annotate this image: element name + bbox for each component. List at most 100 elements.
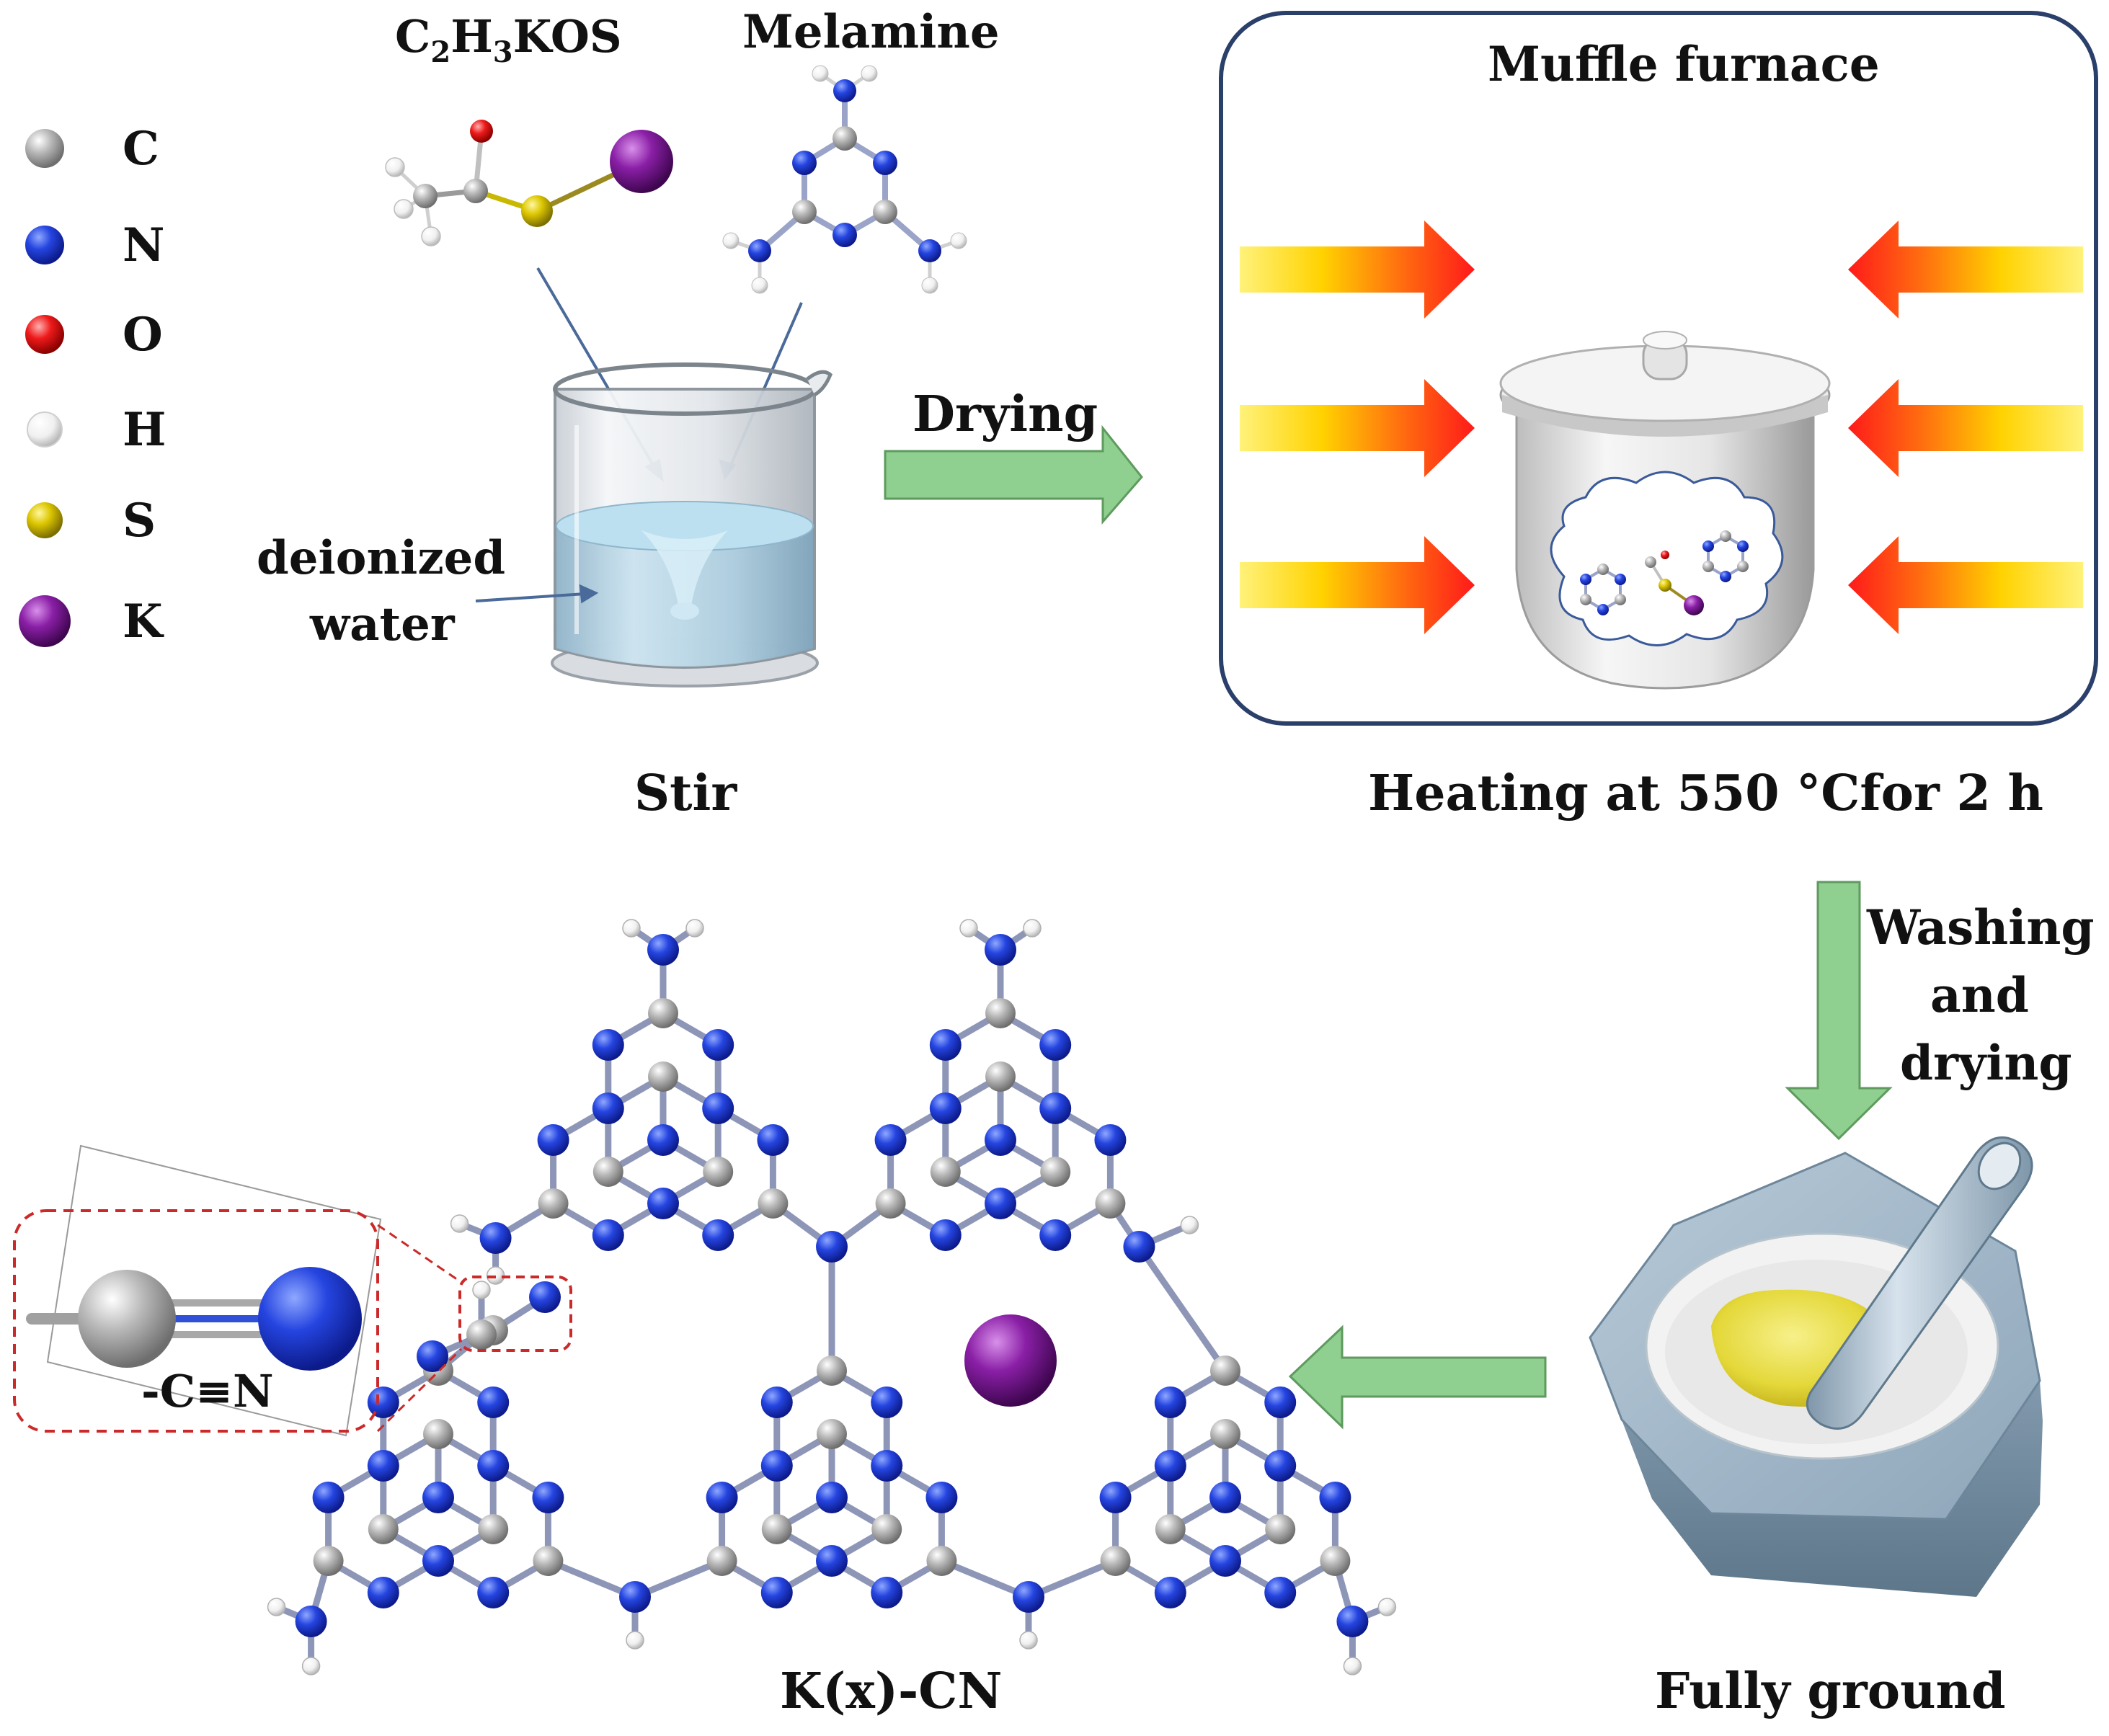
legend-swatch-c <box>25 129 64 168</box>
carbon-atom <box>1210 1419 1240 1449</box>
carbon-atom <box>930 1157 961 1187</box>
nitrogen-atom <box>1154 1386 1186 1418</box>
carbon-atom <box>703 1157 734 1187</box>
nitrogen-atom <box>619 1581 651 1613</box>
nitrogen-atom <box>532 1482 564 1513</box>
carbon-atom <box>1320 1546 1351 1576</box>
melamine-molecule <box>722 65 967 294</box>
carbon-atom <box>1210 1356 1240 1386</box>
carbon-atom <box>533 1546 564 1576</box>
carbon-atom <box>875 1188 906 1219</box>
nitrogen-atom <box>760 1386 793 1418</box>
washing-label-line3: drying <box>1900 1035 2072 1091</box>
nitrogen-atom <box>422 1545 454 1577</box>
legend-label-s: S <box>123 494 156 548</box>
solvent-label-line2: water <box>309 597 456 651</box>
nitrogen-atom <box>871 1450 903 1482</box>
furnace-title: Muffle furnace <box>1488 36 1880 92</box>
nitrogen-atom <box>592 1092 624 1124</box>
nitrogen-atom <box>477 1450 510 1482</box>
carbon-atom <box>817 1419 847 1449</box>
nitrogen-atom <box>1264 1386 1297 1418</box>
cyano-callout: -C≡N <box>13 1144 572 1437</box>
washing-arrow <box>1785 881 1893 1141</box>
carbon-atom <box>985 1061 1016 1092</box>
carbon-atom <box>1100 1546 1131 1576</box>
nitrogen-atom <box>1039 1092 1072 1124</box>
nitrogen-atom <box>1154 1577 1186 1608</box>
nitrogen-atom <box>537 1124 569 1156</box>
hydrogen-atom <box>1019 1631 1038 1650</box>
carbon-atom <box>985 998 1016 1028</box>
carbon-atom <box>648 1061 678 1092</box>
legend-label-c: C <box>123 122 159 176</box>
hydrogen-atom <box>685 919 704 938</box>
heating-label: Heating at 550 °Cfor 2 h <box>1368 765 2043 822</box>
hydrogen-atom <box>1377 1598 1397 1616</box>
nitrogen-atom <box>477 1386 510 1418</box>
nitrogen-atom <box>1336 1606 1369 1637</box>
nitrogen-atom <box>479 1222 512 1254</box>
carbon-atom <box>368 1514 399 1544</box>
potassium-atom <box>964 1314 1057 1407</box>
legend-swatch-o <box>25 315 64 354</box>
product-arrow <box>1288 1325 1547 1430</box>
carbon-atom <box>1040 1157 1071 1187</box>
nitrogen-atom <box>757 1124 789 1156</box>
stir-label: Stir <box>634 765 737 822</box>
drying-arrow <box>884 424 1143 525</box>
nitrogen-atom <box>1264 1577 1297 1608</box>
hydrogen-atom <box>1180 1216 1199 1234</box>
nitrogen-atom <box>816 1545 848 1577</box>
nitrogen-atom <box>422 1482 454 1513</box>
hydrogen-atom <box>1343 1657 1362 1675</box>
nitrogen-atom <box>417 1340 448 1372</box>
nitrogen-atom <box>929 1219 962 1251</box>
nitrogen-atom <box>871 1386 903 1418</box>
nitrogen-atom <box>592 1219 624 1251</box>
nitrogen-atom <box>647 934 679 966</box>
nitrogen-atom <box>816 1482 848 1513</box>
nitrogen-atom <box>367 1577 399 1608</box>
carbon-atom <box>648 998 678 1028</box>
hydrogen-atom <box>472 1281 491 1299</box>
solvent-label-line1: deionized <box>257 531 505 585</box>
nitrogen-atom <box>592 1029 624 1061</box>
nitrogen-atom <box>706 1482 738 1513</box>
product-label: K(x)-CN <box>780 1662 1003 1720</box>
nitrogen-atom <box>816 1231 848 1263</box>
legend-swatch-h <box>27 411 63 448</box>
legend-swatch-k <box>19 595 71 647</box>
ground-label: Fully ground <box>1655 1662 2006 1720</box>
nitrogen-atom <box>1039 1029 1072 1061</box>
hydrogen-atom <box>626 1631 644 1650</box>
hydrogen-atom <box>1023 919 1042 938</box>
nitrogen-atom <box>295 1606 327 1637</box>
thioacetate-molecule <box>385 120 673 246</box>
hydrogen-atom <box>450 1214 469 1233</box>
nitrogen-atom <box>702 1029 734 1061</box>
nitrogen-atom <box>1319 1482 1351 1513</box>
nitrogen-atom <box>1013 1581 1044 1613</box>
nitrogen-atom <box>702 1219 734 1251</box>
solvent-pointer <box>475 584 599 604</box>
crucible <box>1499 331 1831 690</box>
hydrogen-atom <box>267 1598 286 1616</box>
carbon-atom <box>478 1514 509 1544</box>
nitrogen-atom <box>760 1577 793 1608</box>
hydrogen-atom <box>622 919 641 938</box>
nitrogen-atom <box>1123 1231 1155 1263</box>
legend-swatch-n <box>25 226 64 264</box>
nitrogen-atom <box>1094 1124 1127 1156</box>
kcn-structure <box>267 919 1397 1675</box>
nitrogen-atom <box>929 1029 962 1061</box>
legend-swatch-s <box>27 502 63 538</box>
carbon-atom <box>761 1514 792 1544</box>
bond <box>1135 1243 1229 1374</box>
carbon-atom <box>538 1188 569 1219</box>
legend-label-o: O <box>123 308 163 362</box>
nitrogen-atom <box>367 1450 399 1482</box>
carbon-atom <box>1155 1514 1186 1544</box>
carbon-atom <box>871 1514 902 1544</box>
carbon-atom <box>466 1319 497 1350</box>
